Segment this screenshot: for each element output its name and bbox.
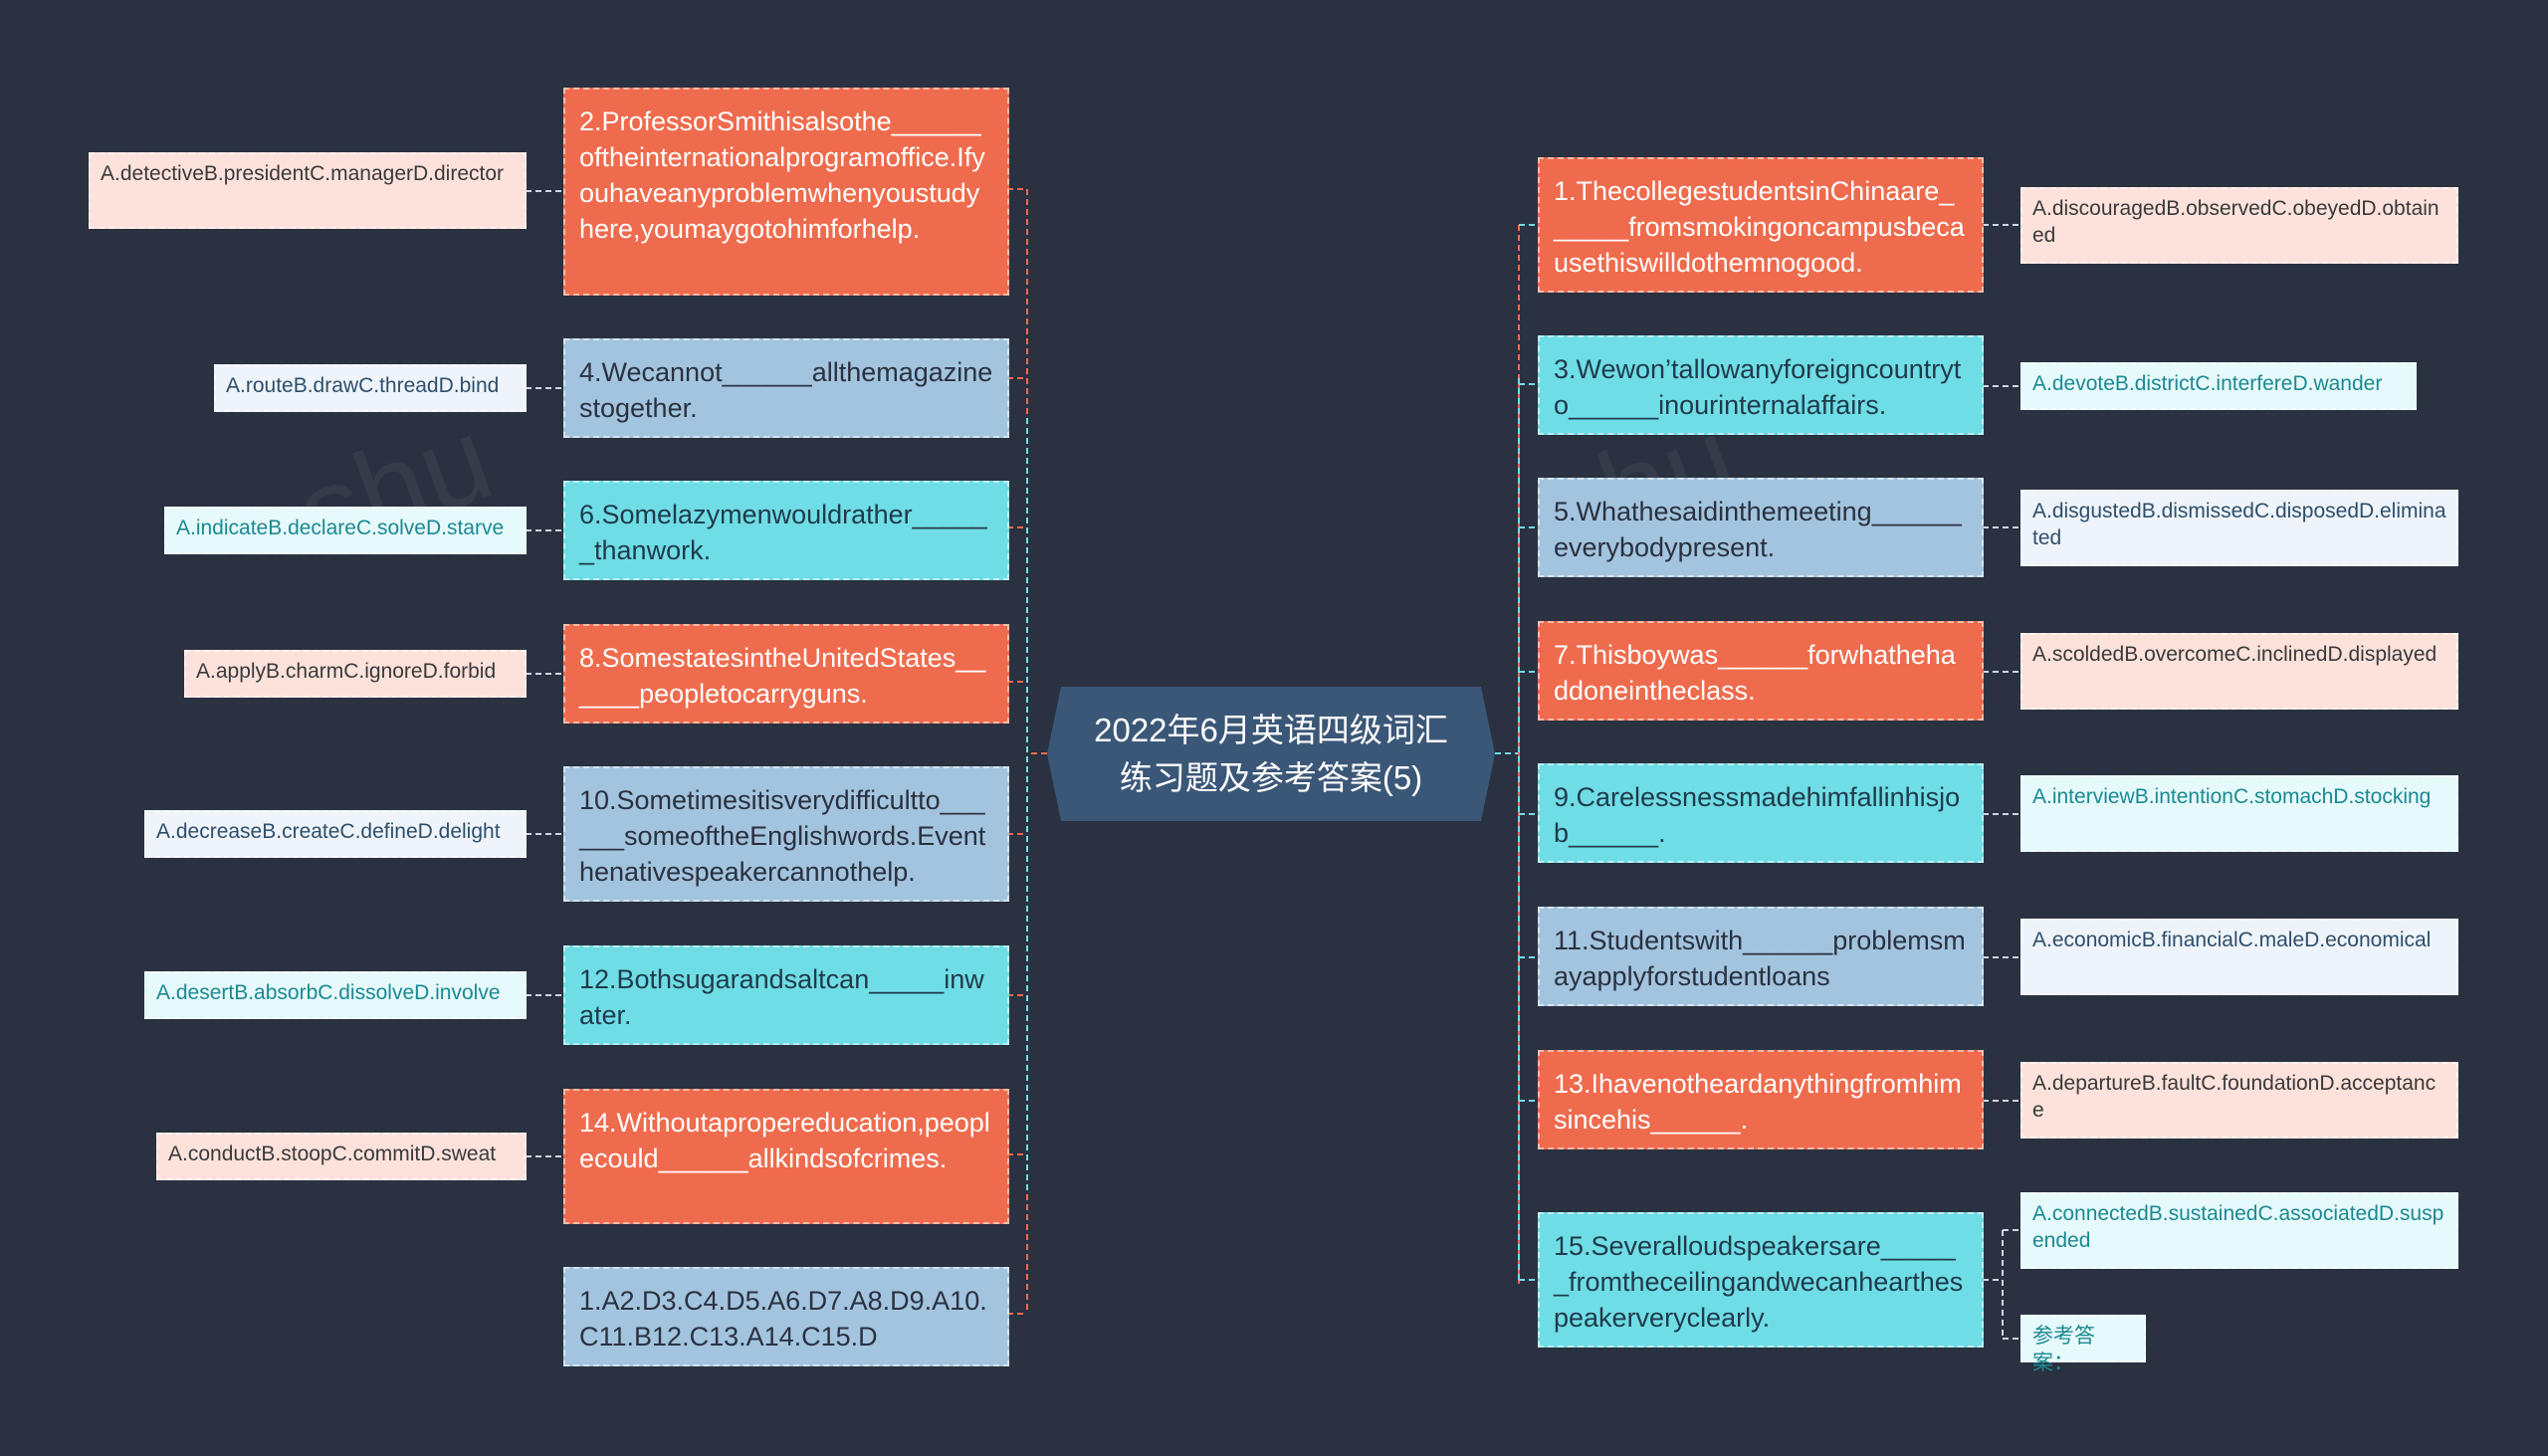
options-node[interactable]: A.economicB.financialC.maleD.economical: [2020, 919, 2458, 995]
options-text: A.desertB.absorbC.dissolveD.involve: [156, 981, 501, 1004]
answer-label-text: 参考答案：: [2032, 1325, 2095, 1374]
question-text: 2.ProfessorSmithisalsothe______oftheinte…: [579, 106, 985, 244]
options-text: A.economicB.financialC.maleD.economical: [2032, 929, 2432, 951]
options-text: A.decreaseB.createC.defineD.delight: [156, 820, 501, 843]
options-text: A.departureB.faultC.foundationD.acceptan…: [2032, 1072, 2437, 1122]
question-node[interactable]: 10.Sometimesitisverydifficultto______som…: [563, 766, 1009, 902]
question-node[interactable]: 1.ThecollegestudentsinChinaare______from…: [1538, 157, 1984, 293]
question-node[interactable]: 3.Wewon’tallowanyforeigncountryto______i…: [1538, 335, 1984, 435]
question-text: 7.Thisboywas______forwhathehaddoneinthec…: [1554, 640, 1956, 706]
question-text: 1.ThecollegestudentsinChinaare______from…: [1554, 176, 1965, 278]
options-text: A.indicateB.declareC.solveD.starve: [176, 517, 505, 539]
options-text: A.conductB.stoopC.commitD.sweat: [168, 1143, 497, 1165]
options-node[interactable]: A.applyB.charmC.ignoreD.forbid: [184, 650, 527, 698]
options-text: A.applyB.charmC.ignoreD.forbid: [196, 660, 497, 683]
question-node[interactable]: 6.Somelazymenwouldrather______thanwork.: [563, 481, 1009, 580]
options-text: A.connectedB.sustainedC.associatedD.susp…: [2032, 1202, 2444, 1252]
question-node[interactable]: 13.Ihavenotheardanythingfromhimsincehis_…: [1538, 1050, 1984, 1149]
question-node[interactable]: 11.Studentswith______problemsmayapplyfor…: [1538, 907, 1984, 1006]
options-node[interactable]: A.scoldedB.overcomeC.inclinedD.displayed: [2020, 633, 2458, 710]
answer-key-node[interactable]: 1.A2.D3.C4.D5.A6.D7.A8.D9.A10.C11.B12.C1…: [563, 1267, 1009, 1366]
question-text: 4.Wecannot______allthemagazinestogether.: [579, 357, 993, 423]
options-node[interactable]: A.departureB.faultC.foundationD.acceptan…: [2020, 1062, 2458, 1139]
options-node[interactable]: A.disgustedB.dismissedC.disposedD.elimin…: [2020, 490, 2458, 566]
options-node[interactable]: A.connectedB.sustainedC.associatedD.susp…: [2020, 1192, 2458, 1269]
options-text: A.disgustedB.dismissedC.disposedD.elimin…: [2032, 500, 2446, 549]
question-text: 8.SomestatesintheUnitedStates______peopl…: [579, 643, 986, 709]
answer-label-node[interactable]: 参考答案：: [2020, 1315, 2146, 1374]
options-text: A.devoteB.districtC.interfereD.wander: [2032, 372, 2383, 395]
options-node[interactable]: A.decreaseB.createC.defineD.delight: [144, 810, 527, 858]
options-node[interactable]: A.routeB.drawC.threadD.bind: [214, 364, 527, 412]
options-node[interactable]: A.devoteB.districtC.interfereD.wander: [2020, 362, 2417, 410]
question-text: 15.Severalloudspeakersare______fromthece…: [1554, 1231, 1964, 1333]
central-topic-title: 2022年6月英语四级词汇练习题及参考答案(5): [1094, 711, 1448, 796]
question-text: 5.Whathesaidinthemeeting______everybodyp…: [1554, 497, 1962, 562]
question-text: 14.Withoutapropereducation,peoplecould__…: [579, 1108, 990, 1173]
options-node[interactable]: A.conductB.stoopC.commitD.sweat: [156, 1133, 527, 1180]
options-text: A.routeB.drawC.threadD.bind: [226, 374, 500, 397]
options-node[interactable]: A.discouragedB.observedC.obeyedD.obtaine…: [2020, 187, 2458, 264]
options-node[interactable]: A.interviewB.intentionC.stomachD.stockin…: [2020, 775, 2458, 852]
question-text: 6.Somelazymenwouldrather______thanwork.: [579, 500, 987, 565]
question-node[interactable]: 14.Withoutapropereducation,peoplecould__…: [563, 1089, 1009, 1224]
question-text: 12.Bothsugarandsaltcan_____inwater.: [579, 964, 984, 1030]
options-text: A.detectiveB.presidentC.managerD.directo…: [101, 162, 505, 185]
options-node[interactable]: A.indicateB.declareC.solveD.starve: [164, 507, 527, 554]
question-text: 9.Carelessnessmadehimfallinhisjob______.: [1554, 782, 1961, 848]
question-node[interactable]: 9.Carelessnessmadehimfallinhisjob______.: [1538, 763, 1984, 863]
options-node[interactable]: A.detectiveB.presidentC.managerD.directo…: [89, 152, 527, 229]
question-node[interactable]: 15.Severalloudspeakersare______fromthece…: [1538, 1212, 1984, 1348]
question-node[interactable]: 8.SomestatesintheUnitedStates______peopl…: [563, 624, 1009, 724]
question-text: 3.Wewon’tallowanyforeigncountryto______i…: [1554, 354, 1962, 420]
question-text: 10.Sometimesitisverydifficultto______som…: [579, 785, 986, 887]
options-text: A.scoldedB.overcomeC.inclinedD.displayed: [2032, 643, 2438, 666]
options-text: A.interviewB.intentionC.stomachD.stockin…: [2032, 785, 2432, 808]
question-text: 11.Studentswith______problemsmayapplyfor…: [1554, 926, 1966, 991]
options-node[interactable]: A.desertB.absorbC.dissolveD.involve: [144, 971, 527, 1019]
question-node[interactable]: 12.Bothsugarandsaltcan_____inwater.: [563, 945, 1009, 1045]
question-node[interactable]: 7.Thisboywas______forwhathehaddoneinthec…: [1538, 621, 1984, 721]
question-node[interactable]: 4.Wecannot______allthemagazinestogether.: [563, 338, 1009, 438]
options-text: A.discouragedB.observedC.obeyedD.obtaine…: [2032, 197, 2440, 247]
question-text: 13.Ihavenotheardanythingfromhimsincehis_…: [1554, 1069, 1962, 1135]
answer-key-text: 1.A2.D3.C4.D5.A6.D7.A8.D9.A10.C11.B12.C1…: [579, 1286, 987, 1352]
question-node[interactable]: 2.ProfessorSmithisalsothe______oftheinte…: [563, 88, 1009, 296]
central-topic[interactable]: 2022年6月英语四级词汇练习题及参考答案(5): [1047, 687, 1495, 821]
question-node[interactable]: 5.Whathesaidinthemeeting______everybodyp…: [1538, 478, 1984, 577]
